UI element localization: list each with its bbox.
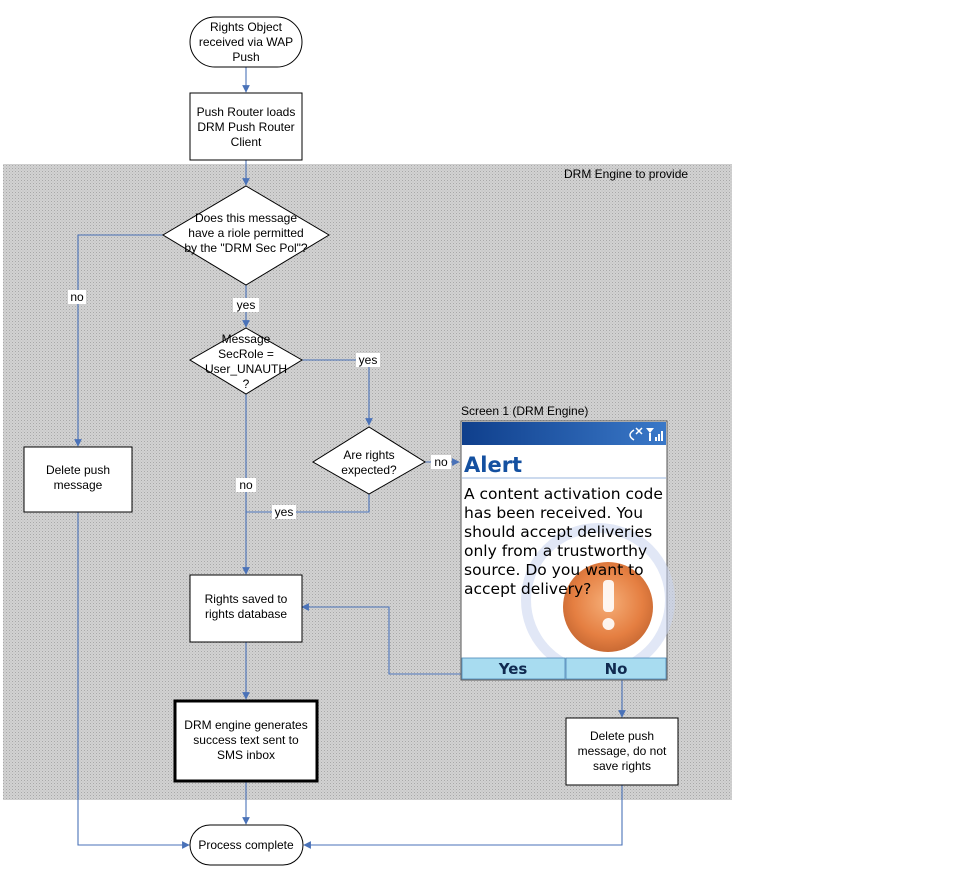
alert-body-line-4: only from a trustworthy: [464, 542, 647, 560]
start-terminator: Rights Object received via WAP Push: [189, 16, 303, 68]
screen-caption: Screen 1 (DRM Engine): [461, 404, 588, 418]
svg-text:Yes: Yes: [498, 660, 528, 678]
svg-text:Message: Message: [222, 332, 271, 346]
edge-delete-to-complete: [77, 512, 190, 849]
alert-title: Alert: [464, 453, 522, 477]
decision-role-permitted: Does this message have a riole permitted…: [162, 185, 330, 286]
svg-text:User_UNAUTH: User_UNAUTH: [205, 362, 287, 376]
label-expected-no: no: [434, 455, 448, 469]
svg-text:?: ?: [243, 377, 250, 391]
svg-text:have a riole permitted: have a riole permitted: [188, 226, 303, 240]
svg-text:Rights saved to: Rights saved to: [205, 592, 288, 606]
region-label: DRM Engine to provide: [564, 167, 688, 181]
svg-text:DRM engine generates: DRM engine generates: [184, 718, 307, 732]
decision-secrole: Message SecRole = User_UNAUTH ?: [189, 327, 303, 395]
alert-body-line-2: has been received. You: [464, 504, 643, 522]
connectors: [74, 67, 626, 849]
svg-text:save rights: save rights: [593, 759, 651, 773]
status-bar: [462, 422, 666, 445]
edge-screen-yes: [301, 603, 461, 675]
alert-screen: Alert A content activation code has been…: [460, 420, 675, 681]
svg-text:Does this message: Does this message: [195, 211, 297, 225]
svg-text:received via WAP: received via WAP: [199, 35, 293, 49]
edge-labels: no yes yes no no yes: [68, 290, 451, 519]
svg-text:DRM Push Router: DRM Push Router: [197, 120, 294, 134]
svg-text:success text sent to: success text sent to: [193, 733, 299, 747]
svg-text:Client: Client: [231, 135, 262, 149]
label-role-yes: yes: [237, 298, 256, 312]
svg-text:Rights Object: Rights Object: [210, 20, 283, 34]
edge-nosave-to-complete: [303, 785, 623, 849]
svg-text:Delete push: Delete push: [590, 729, 654, 743]
svg-text:SMS inbox: SMS inbox: [217, 748, 275, 762]
svg-text:Process complete: Process complete: [198, 838, 294, 852]
alert-body-line-1: A content activation code: [464, 485, 663, 503]
svg-text:Push Router loads: Push Router loads: [197, 105, 296, 119]
no-softkey[interactable]: No: [565, 657, 667, 680]
svg-text:No: No: [605, 660, 628, 678]
svg-text:rights database: rights database: [205, 607, 287, 621]
svg-text:expected?: expected?: [341, 463, 397, 477]
label-role-no: no: [70, 290, 84, 304]
delete-no-save-box: Delete push message, do not save rights: [565, 717, 679, 786]
connection-icon: [629, 427, 643, 441]
decision-rights-expected: Are rights expected?: [312, 426, 426, 495]
alert-body-line-6: accept delivery?: [464, 580, 591, 598]
yes-softkey[interactable]: Yes: [461, 657, 566, 680]
label-secrole-no: no: [239, 478, 253, 492]
success-text-box: DRM engine generates success text sent t…: [173, 699, 319, 783]
svg-text:message: message: [54, 478, 103, 492]
svg-text:Delete push: Delete push: [46, 463, 110, 477]
svg-text:Push: Push: [232, 50, 259, 64]
signal-icon: [646, 428, 663, 441]
svg-text:message, do not: message, do not: [578, 744, 667, 758]
svg-text:SecRole =: SecRole =: [218, 347, 274, 361]
alert-body-line-3: should accept deliveries: [464, 523, 652, 541]
rights-saved-box: Rights saved to rights database: [189, 574, 303, 643]
process-complete-terminator: Process complete: [189, 824, 304, 866]
push-router-box: Push Router loads DRM Push Router Client: [189, 92, 303, 161]
delete-push-box: Delete push message: [23, 446, 133, 513]
edge-role-no: [74, 234, 163, 447]
alert-body-line-5: source. Do you want to: [464, 561, 644, 579]
label-expected-yes: yes: [275, 505, 294, 519]
svg-text:by the "DRM Sec Pol"?: by the "DRM Sec Pol"?: [184, 241, 308, 255]
label-secrole-yes: yes: [359, 353, 378, 367]
svg-text:Are rights: Are rights: [343, 448, 394, 462]
